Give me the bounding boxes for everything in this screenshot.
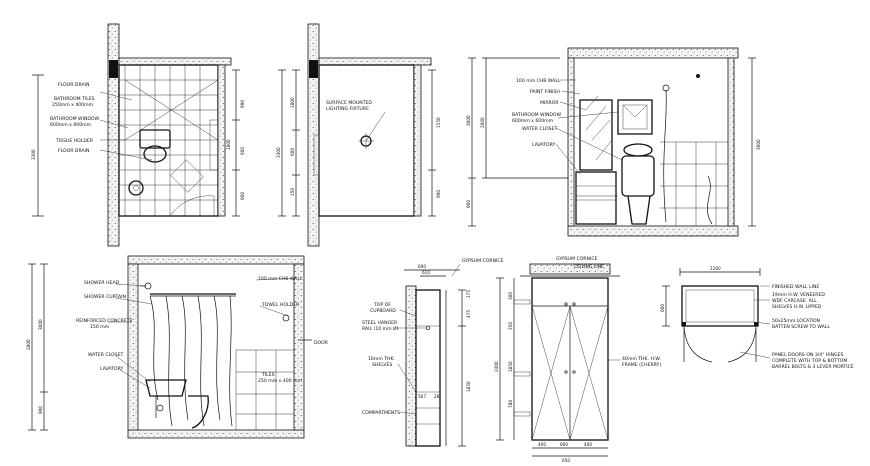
dim-text: 3300	[31, 149, 36, 160]
dim-text: 990	[240, 100, 245, 108]
dim-text: 610	[422, 270, 430, 275]
dim-text: 150	[290, 188, 295, 196]
dim-text: 400	[538, 442, 546, 447]
label: GYPSUM CORNICE	[462, 258, 504, 264]
label: TOWEL HOLDER	[261, 302, 300, 308]
label: BARREL BOLTS & 3 LEVER MORTICE	[772, 364, 854, 370]
label: LAVATORY	[100, 366, 123, 372]
label: MIRROR	[540, 100, 559, 106]
label: BATHROOM TILES	[54, 96, 95, 102]
label: BATHROOM WINDOW	[50, 116, 100, 122]
label: COMPLETE WITH TOP & BOTTOM	[772, 358, 847, 364]
dim-text: 300	[508, 292, 513, 300]
label: SURFACE MOUNTED	[326, 100, 372, 106]
label: CUPBOARD	[370, 308, 396, 314]
dim-text: 1260	[710, 266, 721, 271]
label: FLOOR DRAIN	[58, 82, 89, 88]
dim-text: 600	[418, 264, 426, 269]
dim-text: 900	[240, 192, 245, 200]
dim-text: 900	[436, 190, 441, 198]
label: FINISHED WALL LINE	[772, 284, 819, 290]
dim-text: 400	[584, 442, 592, 447]
label: 40mm THK. H.W.	[622, 356, 661, 362]
dim-text: 1800	[226, 139, 231, 150]
dim-text: 900	[466, 200, 471, 208]
label: WDF CARCASE. ALL	[772, 298, 817, 304]
dim-text: 1850	[466, 381, 471, 392]
label: SHOWER HEAD	[84, 280, 120, 286]
dim-text: 600	[290, 148, 295, 156]
elevation-left-tiles	[235, 349, 294, 430]
label: SHOWER CURTAIN	[84, 294, 126, 300]
dim-text: 1850	[508, 361, 513, 372]
dim-text: 3000	[466, 115, 471, 126]
dim-text: 1800	[290, 97, 295, 108]
label: LAVATORY	[532, 142, 555, 148]
elevation-right-tiles	[576, 141, 728, 226]
dim-text: 900	[38, 406, 43, 414]
dim-text: 3000	[38, 319, 43, 330]
elevation-right: 3000 2000 3600 900 100 mm CHB WALL PAINT…	[466, 47, 761, 237]
label: 16mm THK.	[368, 356, 395, 362]
label: FRAME (CHERRY)	[622, 362, 661, 368]
label: 100 mm CHB WALL	[516, 78, 561, 84]
dim-text: 2800	[26, 339, 31, 350]
dim-text: 780	[508, 400, 513, 408]
label: 600mm x 600mm	[512, 118, 554, 124]
dim-text: 1550	[436, 117, 441, 128]
label: 250 mm x 400 mm	[258, 378, 303, 384]
cabinet-front: 2400 300 350 1850 780 400 600 400 650 GY…	[494, 256, 661, 463]
label: COMPARTMENTS	[362, 410, 400, 416]
label: BATTEN SCREW TO WALL	[772, 324, 830, 330]
label: 600mm x 600mm	[50, 122, 92, 128]
dim-text: 650	[562, 458, 570, 463]
label: SHELVES	[372, 362, 392, 368]
dim-text: 600	[240, 147, 245, 155]
cabinet-section: 600 610 175 475 1850 567 28 GYPSUM CORNI…	[362, 258, 504, 447]
label: WATER CLOSET	[88, 352, 123, 358]
label: REINFORCED CONCRETE	[76, 318, 133, 324]
label: PAINT FINISH	[530, 89, 560, 95]
plan-tile-grid	[119, 65, 219, 216]
cabinet-plan: 1260 600 FINISHED WALL LINE 19mm H.W. VE…	[660, 266, 854, 370]
label: CEILING LINE	[574, 264, 604, 270]
label: LIGHTING FIXTURE	[326, 106, 369, 112]
label: SHELVES H.W. LIPPED	[772, 304, 822, 310]
dim-text: 600	[560, 442, 568, 447]
label: BATHROOM WINDOW	[512, 112, 562, 118]
label: WATER CLOSET	[522, 126, 557, 132]
label: 250mm x 400mm	[52, 102, 94, 108]
dim-text: 175	[466, 290, 471, 298]
dim-text: 600	[660, 304, 665, 312]
label: TISSUE HOLDER	[55, 138, 94, 144]
label: 150 mm	[90, 324, 110, 330]
label: GYPSUM CORNICE	[556, 256, 598, 262]
dim-text: 2000	[480, 117, 485, 128]
label: PANEL DOORS ON 3/4" HINGES	[772, 352, 843, 358]
dim-text: 3600	[756, 139, 761, 150]
label: TOP OF	[373, 302, 391, 308]
label: STEEL HANGER	[362, 320, 398, 326]
dim-text: 3300	[276, 147, 281, 158]
label: TILES	[261, 372, 275, 378]
dim-text: 350	[508, 322, 513, 330]
label: 50x25mm LOCATION	[772, 318, 820, 324]
label: FLOOR DRAIN	[58, 148, 89, 154]
label: RAIL (10 mm Ø)	[362, 325, 399, 332]
label: DOOR	[314, 340, 329, 346]
dim-text: 567	[418, 394, 426, 399]
ceiling-plan: 3300 1800 600 150 1550 900 SURFACE MOUNT…	[276, 23, 441, 247]
label: 19mm H.W. VENEERED	[772, 292, 825, 298]
elevation-left: 3000 2800 900 SHOWER HEAD SHOWER CURTAIN…	[26, 255, 329, 439]
floor-plan: 3300 990 600 1800 900 FLOOR DRAIN BATHRO…	[31, 23, 245, 247]
dim-text: 2400	[494, 361, 499, 372]
dim-text: 475	[466, 310, 471, 318]
dim-text: 28	[434, 394, 440, 399]
